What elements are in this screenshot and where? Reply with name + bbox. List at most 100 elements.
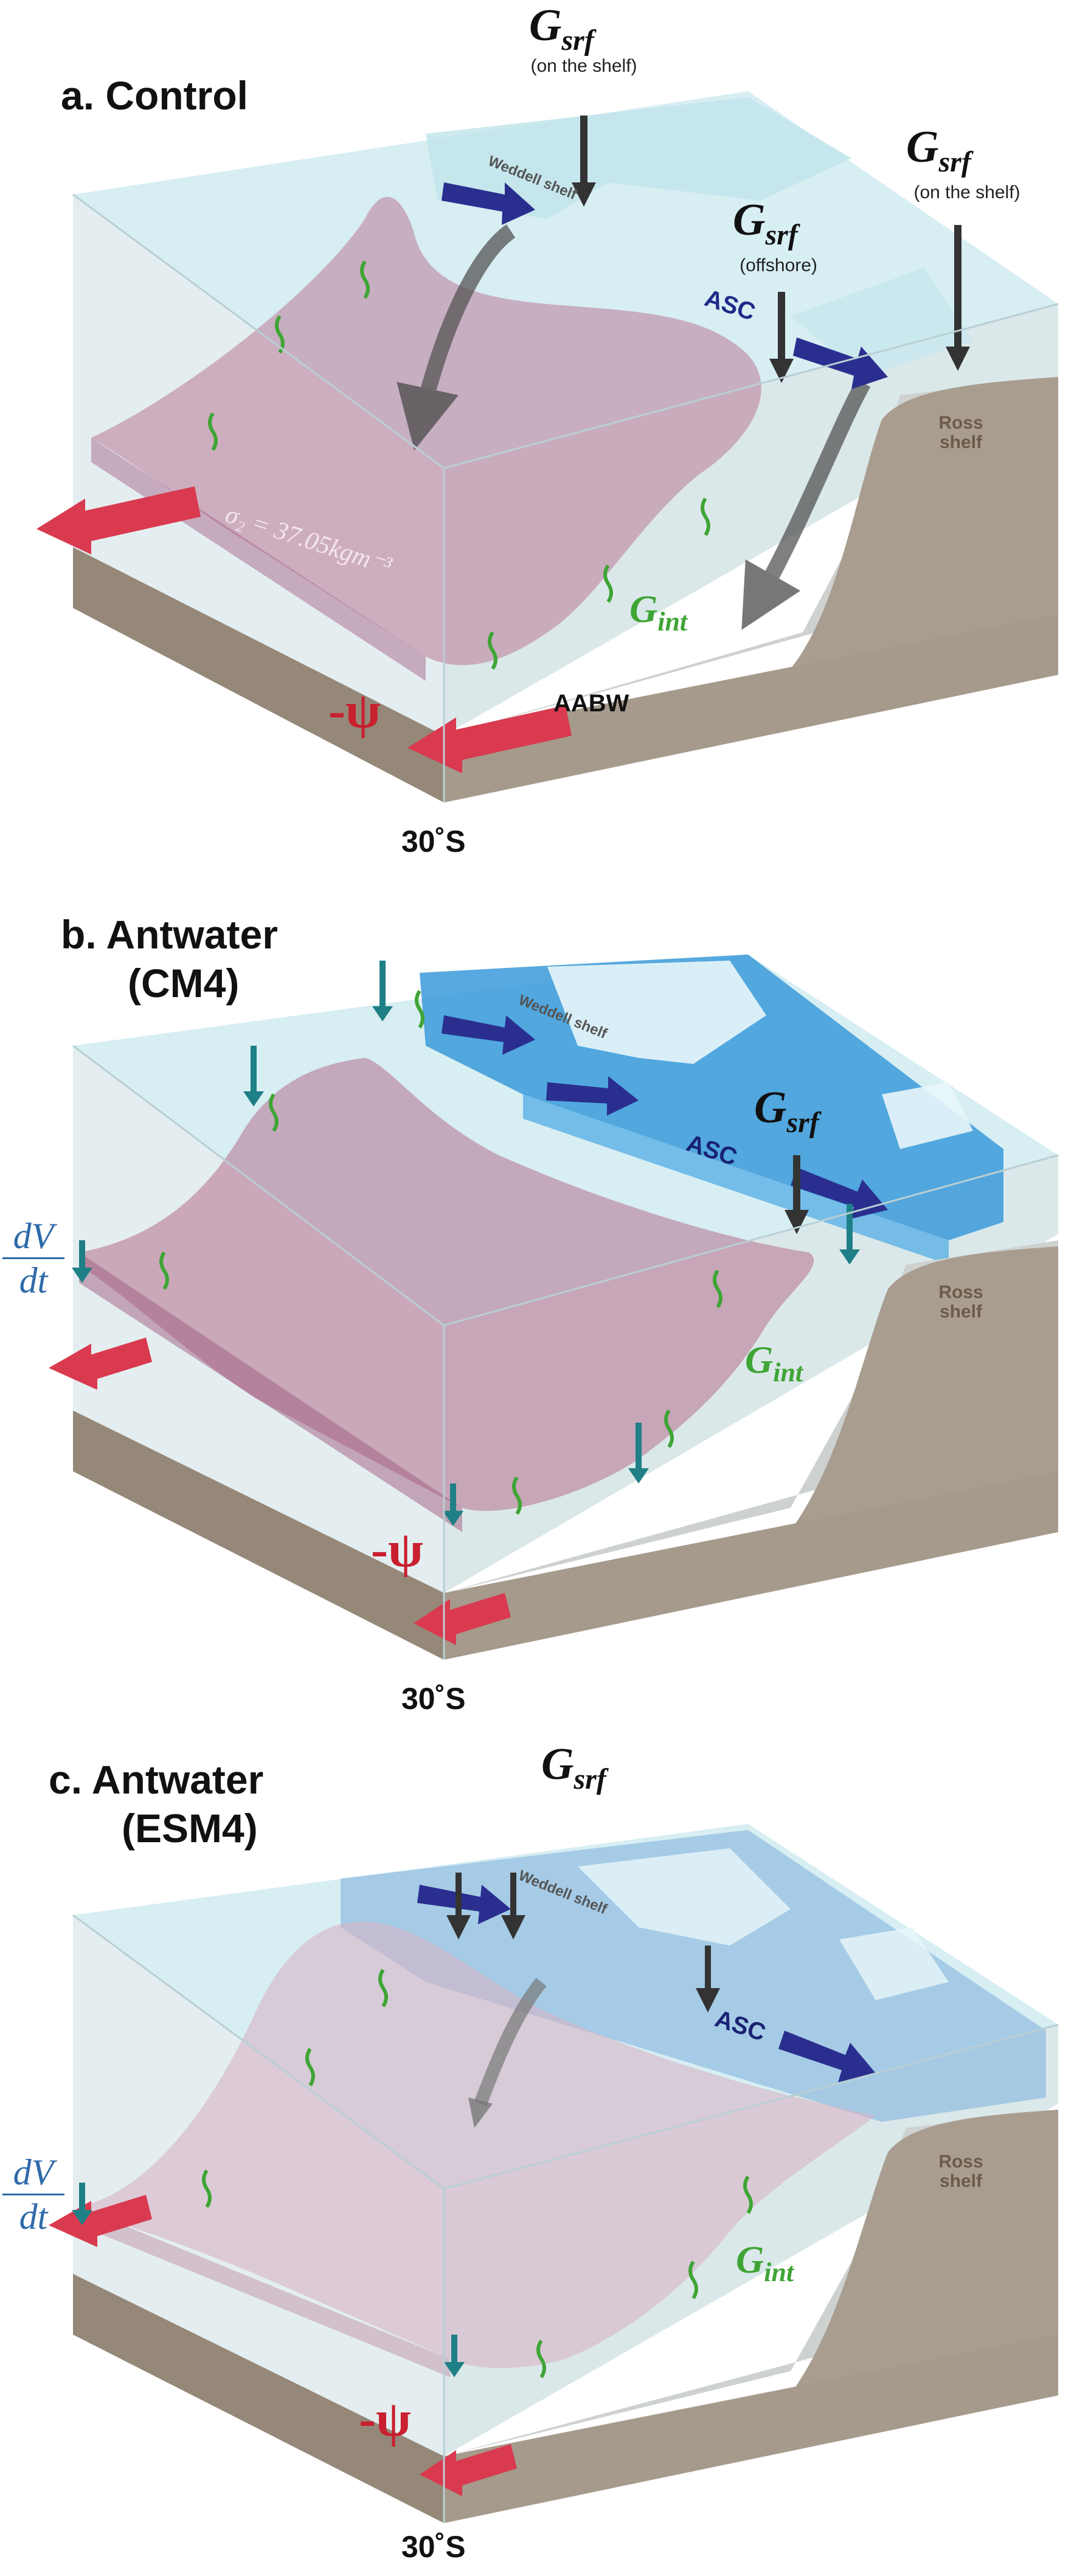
gsrf-sub: srf	[786, 1106, 819, 1139]
panel-b-title-line2: (CM4)	[128, 961, 240, 1006]
gsrf-base: G	[541, 1739, 574, 1789]
gsrf-label-ross: Gsrf	[906, 122, 971, 179]
asc-arrow-weddell	[442, 1015, 535, 1055]
ice-shelf	[578, 1848, 791, 1946]
ice-shelf	[426, 97, 851, 219]
dense-water-pathway-weddell	[397, 224, 516, 451]
gsrf-sub: srf	[938, 145, 971, 178]
gsrf-base: G	[754, 1083, 787, 1133]
aabw-isopycnal	[79, 1921, 876, 2368]
ross-shelf	[785, 2110, 1058, 2402]
gsrf-base: G	[529, 1, 562, 50]
gint-label: Gint	[745, 1338, 803, 1388]
dense-water-pathway-head	[468, 2098, 493, 2128]
gint-arrows	[159, 990, 722, 1515]
gsrf-sub: srf	[561, 24, 594, 57]
gsrf-label-weddell: Gsrf	[529, 0, 594, 57]
panel-antwater-cm4: b. Antwater (CM4) Gsrf ASC Weddell shelf…	[0, 863, 1074, 1727]
dvdt-denominator: dt	[19, 2197, 48, 2237]
dvdt-label: dV dt	[0, 1216, 67, 1300]
gint-arrows	[202, 1969, 753, 2378]
ross-shelf-label: Ross shelf	[938, 1282, 983, 1322]
panel-control: a. Control Gsrf (on the shelf) Gsrf (off…	[0, 0, 1074, 863]
gsrf-arrow-head	[785, 1210, 809, 1234]
ice-shelf-2	[882, 1082, 973, 1149]
fraction-bar	[2, 1257, 64, 1259]
dvdt-numerator: dV	[13, 2152, 54, 2192]
gsrf-note-on-shelf-weddell: (on the shelf)	[530, 56, 637, 76]
ice-shelf-ross	[791, 268, 973, 377]
panel-c-diagram	[49, 1824, 1059, 2523]
gint-arrows	[208, 260, 710, 670]
gint-sub: int	[773, 1357, 803, 1387]
seafloor-front-side	[73, 2274, 444, 2523]
gint-base: G	[629, 587, 658, 630]
gint-label: Gint	[736, 2237, 794, 2288]
asc-arrow-ross	[791, 1167, 888, 1219]
gsrf-arrow-ross-head	[946, 347, 970, 371]
panel-c-title-line1: c. Antwater	[49, 1757, 264, 1802]
gsrf-note-offshore: (offshore)	[740, 255, 817, 275]
asc-arrow-mid	[546, 1076, 639, 1116]
psi-label: -ψ	[359, 2391, 411, 2447]
ice-shelf-2	[839, 1927, 949, 2000]
seafloor-front-side	[73, 547, 444, 803]
meltwater-front	[523, 1094, 949, 1265]
psi-arrow-left	[49, 1338, 152, 1390]
gsrf-label: Gsrf	[541, 1739, 606, 1796]
ice-shelf	[547, 961, 766, 1064]
asc-arrow-ross	[778, 2031, 876, 2082]
fraction-bar	[2, 2194, 64, 2195]
panel-antwater-esm4: c. Antwater (ESM4) Gsrf ASC Weddell shel…	[0, 1727, 1074, 2576]
psi-arrow-bottom	[414, 1593, 511, 1645]
ross-shelf	[791, 377, 1058, 669]
latitude-label: 30˚S	[401, 824, 466, 858]
gint-label: Gint	[629, 587, 687, 637]
dvdt-label: dV dt	[0, 2152, 67, 2237]
asc-arrow-weddell	[442, 182, 535, 225]
gint-base: G	[736, 2238, 764, 2281]
gsrf-base: G	[906, 122, 939, 172]
aabw-isopycnal-front	[79, 1252, 462, 1532]
gsrf-arrow-weddell-head	[572, 182, 596, 207]
psi-label: -ψ	[328, 682, 381, 739]
panel-c-title-line2: (ESM4)	[122, 1806, 258, 1851]
seafloor-front-side	[73, 1411, 444, 1660]
gsrf-base: G	[733, 195, 766, 245]
panel-b-title-line1: b. Antwater	[61, 912, 278, 957]
asc-arrow-ross	[793, 337, 888, 389]
gsrf-label: Gsrf	[754, 1082, 819, 1139]
gint-sub: int	[657, 606, 688, 637]
gsrf-label-offshore: Gsrf	[733, 195, 798, 252]
panel-a-title: a. Control	[61, 73, 248, 118]
gint-sub: int	[764, 2257, 794, 2287]
aabw-isopycnal-front	[79, 2207, 450, 2377]
gsrf-arrows	[446, 1873, 720, 2012]
latitude-label: 30˚S	[401, 1682, 466, 1716]
water-side-face	[444, 1155, 1058, 1593]
panel-b-diagram	[49, 955, 1059, 1660]
seafloor-right-side	[444, 614, 1058, 803]
dvdt-arrows	[72, 961, 860, 1526]
psi-label: -ψ	[371, 1521, 423, 1578]
gsrf-sub: srf	[573, 1763, 606, 1795]
meltwater-layer	[420, 955, 1003, 1240]
dvdt-numerator: dV	[13, 1216, 54, 1256]
ross-shelf	[785, 1246, 1058, 1538]
ross-shelf-label: Ross shelf	[938, 413, 983, 452]
dense-water-pathway-weddell	[474, 1978, 547, 2106]
panel-a-diagram	[36, 91, 1059, 803]
gsrf-note-on-shelf-ross: (on the shelf)	[913, 182, 1020, 202]
dvdt-denominator: dt	[19, 1260, 48, 1300]
dense-water-pathway-ross	[741, 379, 871, 630]
gsrf-sub: srf	[765, 218, 798, 251]
psi-arrow-left	[49, 2195, 152, 2247]
gsrf-arrow-offshore-head	[769, 359, 794, 383]
gint-base: G	[745, 1338, 774, 1381]
seafloor-right-side	[444, 2335, 1058, 2523]
psi-arrow-bottom	[407, 705, 572, 773]
latitude-label: 30˚S	[401, 2530, 466, 2564]
aabw-label: AABW	[553, 690, 629, 717]
meltwater-layer	[341, 1830, 1046, 2122]
seafloor-right-side	[444, 1471, 1058, 1660]
